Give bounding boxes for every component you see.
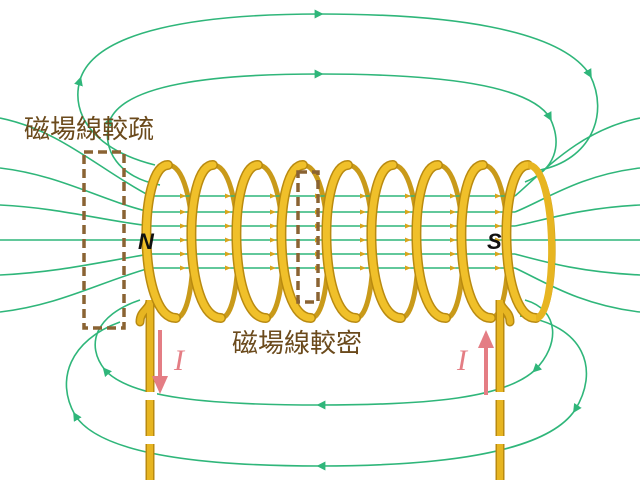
coil-front-turn (277, 161, 315, 322)
interior-arrow-icon (225, 251, 231, 257)
field-line-right-3 (514, 204, 640, 227)
interior-arrow-icon (450, 209, 456, 215)
interior-arrow-icon (405, 223, 411, 229)
dense-field-label: 磁場線較密 (232, 329, 362, 359)
coil-front-turn (457, 161, 495, 322)
interior-arrow-icon (180, 223, 186, 229)
field-line-right-2 (514, 167, 640, 213)
field-line-bottom-outer (65, 315, 588, 471)
field-line-right-1 (514, 117, 640, 197)
coil-front-turn (187, 161, 225, 322)
interior-arrow-icon (225, 237, 231, 243)
lead-wires (135, 299, 515, 480)
interior-arrow-icon (360, 193, 366, 199)
coil-front-turn (322, 161, 360, 322)
interior-arrow-icon (270, 237, 276, 243)
interior-arrow-icon (180, 193, 186, 199)
current-label-left: I (173, 344, 186, 377)
current-arrows (152, 330, 494, 395)
field-line-left-1 (0, 117, 151, 197)
sparse-field-label: 磁場線較疏 (24, 115, 154, 145)
field-line-top-inner (103, 69, 557, 186)
field-line-left-2 (0, 167, 151, 213)
interior-arrow-icon (360, 209, 366, 215)
interior-arrow-icon (405, 265, 411, 271)
interior-arrow-icon (360, 251, 366, 257)
interior-arrow-icon (495, 251, 501, 257)
interior-arrow-icon (180, 265, 186, 271)
interior-arrow-icon (360, 223, 366, 229)
coil-front-wires (141, 160, 556, 323)
coil-front-turn (502, 161, 540, 322)
sparse-region-box (82, 150, 126, 330)
interior-arrow-icon (270, 223, 276, 229)
interior-arrow-icon (495, 265, 501, 271)
north-pole-label: N (138, 229, 155, 254)
interior-arrow-icon (225, 265, 231, 271)
interior-arrow-icon (225, 223, 231, 229)
interior-arrow-icon (405, 237, 411, 243)
coil-front-turn (367, 161, 405, 322)
interior-arrow-icon (450, 223, 456, 229)
field-line-left-5 (0, 253, 151, 276)
interior-arrow-icon (270, 193, 276, 199)
coil-front-turn (412, 161, 450, 322)
interior-arrow-icon (450, 251, 456, 257)
interior-arrow-icon (360, 237, 366, 243)
interior-arrow-icon (270, 265, 276, 271)
interior-arrow-icon (270, 251, 276, 257)
coil-front-turn (142, 161, 180, 322)
coil-front-turn (232, 161, 270, 322)
interior-arrow-icon (225, 209, 231, 215)
interior-arrow-icon (405, 251, 411, 257)
interior-arrow-icon (360, 265, 366, 271)
field-line-left-3 (0, 204, 151, 227)
dense-region-box (296, 170, 320, 304)
interior-arrow-icon (405, 209, 411, 215)
interior-arrow-icon (495, 223, 501, 229)
interior-arrow-icon (270, 209, 276, 215)
south-pole-label: S (487, 229, 502, 254)
coil-end-turn (526, 161, 556, 322)
interior-arrow-icon (450, 193, 456, 199)
field-line-right-5 (514, 253, 640, 276)
field-line-left-6 (0, 267, 151, 313)
field-line-top-outer (74, 9, 599, 171)
interior-arrow-icon (180, 237, 186, 243)
field-line-right-6 (514, 267, 640, 313)
current-label-right: I (456, 344, 469, 377)
interior-arrow-icon (180, 251, 186, 257)
interior-field-arrows (180, 193, 501, 271)
interior-arrow-icon (225, 193, 231, 199)
interior-arrow-icon (495, 237, 501, 243)
interior-arrow-icon (495, 209, 501, 215)
interior-arrow-icon (495, 193, 501, 199)
interior-arrow-icon (450, 265, 456, 271)
interior-arrow-icon (405, 193, 411, 199)
interior-arrow-icon (450, 237, 456, 243)
interior-arrow-icon (180, 209, 186, 215)
